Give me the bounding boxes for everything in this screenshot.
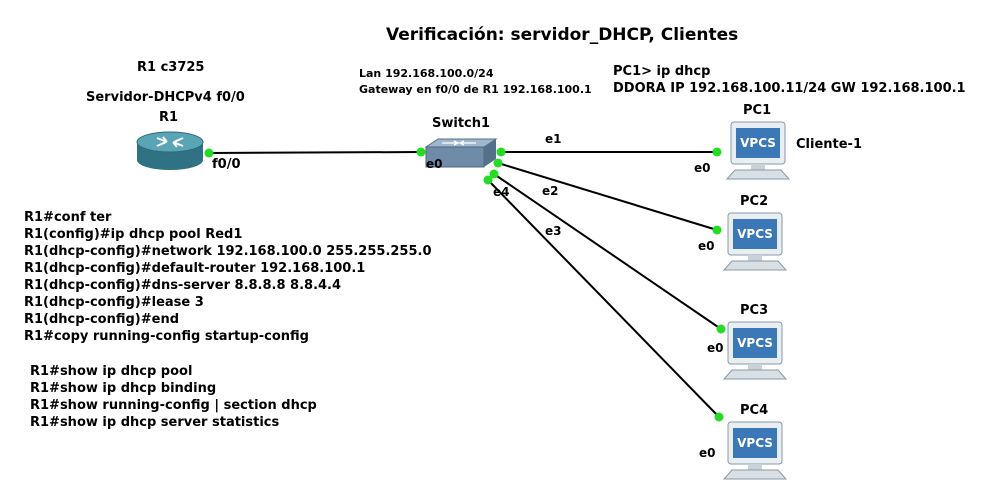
config-command-line: R1(dhcp-config)#dns-server 8.8.8.8 8.8.4…: [24, 278, 342, 293]
pc-note-line2: DDORA IP 192.168.100.11/24 GW 192.168.10…: [613, 81, 966, 96]
diagram-title: Verificación: servidor_DHCP, Clientes: [386, 25, 739, 45]
show-command-line: R1#show ip dhcp server statistics: [30, 415, 280, 430]
port-dot-switch-e3[interactable]: [489, 169, 499, 179]
pc1-client-label: Cliente-1: [796, 137, 862, 152]
port-dot-pc3-e0[interactable]: [716, 324, 726, 334]
pc2-icon[interactable]: VPCS: [722, 212, 788, 278]
config-command-line: R1#copy running-config startup-config: [24, 329, 309, 344]
switch-port-e0-label: e0: [426, 157, 443, 171]
port-dot-pc1-e0[interactable]: [712, 147, 722, 157]
port-dot-switch-e4[interactable]: [483, 175, 493, 185]
pc1-name-label: PC1: [743, 103, 772, 118]
port-dot-r1-f0[interactable]: [204, 148, 214, 158]
router-model-label: R1 c3725: [137, 60, 205, 75]
pc4-icon[interactable]: VPCS: [722, 421, 788, 487]
show-command-line: R1#show ip dhcp pool: [30, 364, 193, 379]
switch-port-e2-label: e2: [542, 184, 559, 198]
switch-icon[interactable]: [424, 137, 498, 173]
lan-note-line2: Gateway en f0/0 de R1 192.168.100.1: [359, 83, 592, 96]
pc3-name-label: PC3: [740, 303, 769, 318]
config-command-line: R1(dhcp-config)#lease 3: [24, 295, 204, 310]
router-name-label: R1: [159, 110, 179, 125]
pc3-icon[interactable]: VPCS: [722, 321, 788, 387]
router-icon[interactable]: [135, 128, 205, 180]
link-switch-pc3[interactable]: [493, 173, 722, 330]
router-port-label: f0/0: [212, 157, 241, 172]
pc3-port-label: e0: [707, 341, 724, 355]
config-command-line: R1(dhcp-config)#end: [24, 312, 180, 327]
pc1-port-label: e0: [694, 161, 711, 175]
port-dot-switch-e1[interactable]: [496, 147, 506, 157]
config-command-line: R1(config)#ip dhcp pool Red1: [24, 227, 243, 242]
link-switch-pc4[interactable]: [487, 179, 720, 418]
pc2-screen-label: VPCS: [737, 227, 773, 241]
config-command-line: R1#conf ter: [24, 210, 112, 225]
port-dot-pc2-e0[interactable]: [712, 225, 722, 235]
pc4-port-label: e0: [699, 446, 716, 460]
pc3-screen-label: VPCS: [737, 336, 773, 350]
pc4-name-label: PC4: [740, 403, 769, 418]
switch-name-label: Switch1: [432, 116, 491, 131]
pc2-port-label: e0: [698, 239, 715, 253]
pc4-screen-label: VPCS: [737, 436, 773, 450]
pc-note-line1: PC1> ip dhcp: [613, 64, 711, 79]
port-dot-pc4-e0[interactable]: [714, 412, 724, 422]
switch-port-e4-label: e4: [493, 185, 510, 199]
show-command-line: R1#show running-config | section dhcp: [30, 398, 317, 413]
config-command-line: R1(dhcp-config)#default-router 192.168.1…: [24, 261, 366, 276]
pc2-name-label: PC2: [740, 194, 769, 209]
switch-port-e3-label: e3: [545, 224, 562, 238]
config-commands: R1#conf ter R1(config)#ip dhcp pool Red1…: [24, 209, 432, 345]
pc1-screen-label: VPCS: [740, 136, 776, 150]
port-dot-switch-e0[interactable]: [416, 147, 426, 157]
port-dot-switch-e2[interactable]: [493, 158, 503, 168]
link-r1-switch[interactable]: [208, 151, 422, 154]
config-command-line: R1(dhcp-config)#network 192.168.100.0 25…: [24, 244, 432, 259]
lan-note-line1: Lan 192.168.100.0/24: [359, 67, 494, 80]
pc1-icon[interactable]: VPCS: [725, 121, 791, 187]
show-commands: R1#show ip dhcp pool R1#show ip dhcp bin…: [30, 363, 317, 431]
switch-port-e1-label: e1: [545, 132, 562, 146]
router-role-label: Servidor-DHCPv4 f0/0: [86, 90, 245, 105]
show-command-line: R1#show ip dhcp binding: [30, 381, 217, 396]
link-switch-pc2[interactable]: [497, 162, 718, 231]
